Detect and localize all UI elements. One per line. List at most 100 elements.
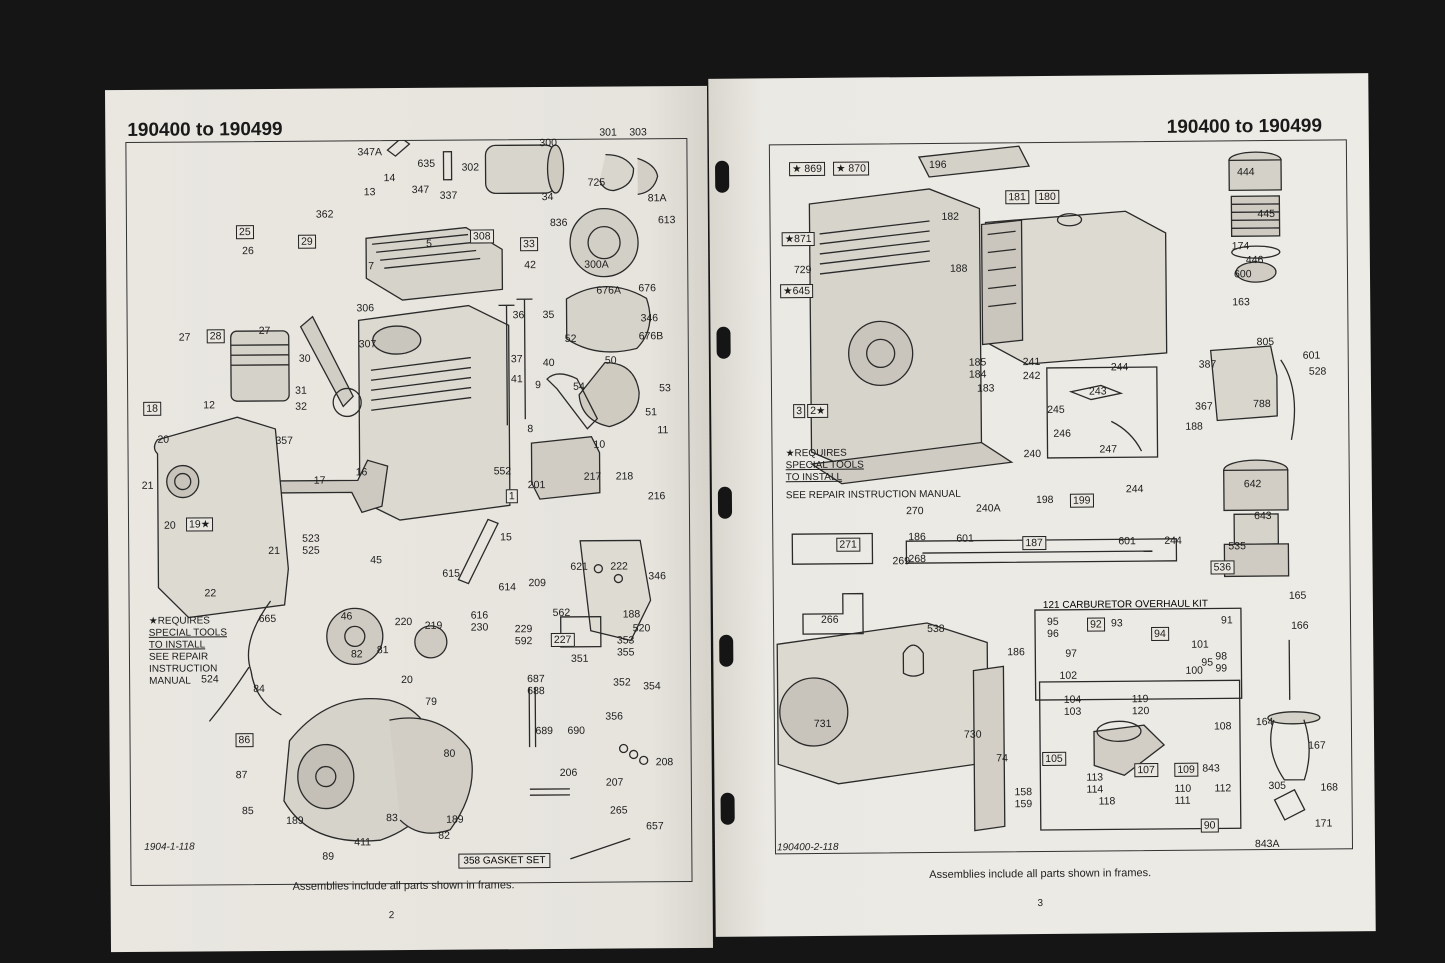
part-label: 676B: [638, 330, 664, 343]
part-label: 22: [204, 587, 217, 600]
part-label: 185: [968, 356, 987, 369]
part-label: 97: [1065, 647, 1078, 660]
part-label: 302: [461, 161, 480, 174]
part-label: 729: [793, 264, 812, 277]
right-page: 190400 to 190499: [708, 73, 1376, 937]
part-label: 85: [241, 805, 254, 818]
part-label: 93: [1110, 617, 1123, 630]
part-label: 218: [615, 470, 634, 483]
part-label: 306: [356, 302, 375, 315]
part-label: 82: [438, 829, 450, 842]
part-label: 245: [1047, 403, 1065, 416]
part-label: 94: [1151, 626, 1169, 642]
part-label: 51: [645, 406, 657, 419]
part-label: 592: [514, 635, 533, 648]
part-label: ★ 870: [832, 161, 869, 176]
part-label: 27: [178, 331, 191, 344]
part-label: 100: [1185, 664, 1204, 677]
part-label: 33: [520, 237, 538, 252]
part-label: 247: [1099, 443, 1118, 456]
footer-caption: Assemblies include all parts shown in fr…: [292, 879, 515, 893]
part-label: 20: [401, 673, 413, 687]
part-label: 242: [1022, 370, 1041, 383]
part-label: 167: [1308, 739, 1326, 752]
part-label: 13: [363, 186, 376, 199]
part-label: 206: [559, 766, 578, 779]
part-label: 240A: [975, 502, 1001, 515]
part-label: 303: [629, 126, 647, 139]
part-label: 104: [1063, 693, 1082, 706]
part-label: 30: [298, 352, 311, 365]
part-label: 216: [647, 490, 666, 503]
part-label: 643: [1254, 509, 1272, 523]
part-label: 28: [206, 329, 225, 344]
part-label: 87: [235, 769, 248, 782]
part-label: 91: [1220, 614, 1233, 627]
part-label: 219: [424, 619, 443, 632]
part-label: 525: [302, 544, 320, 557]
part-label: 613: [657, 214, 676, 227]
engine-exploded-diagram: [153, 138, 659, 860]
part-label: 552: [493, 465, 512, 478]
part-label: 230: [470, 621, 489, 634]
part-label: 83: [386, 812, 398, 825]
part-label: 96: [1047, 627, 1059, 640]
part-label: 118: [1098, 795, 1116, 808]
part-label: 17: [313, 474, 326, 487]
part-label: 21: [268, 544, 280, 557]
part-label: 182: [941, 210, 960, 223]
part-label: 36: [512, 309, 525, 322]
part-label: 12: [203, 399, 215, 412]
part-label: 84: [253, 683, 265, 696]
part-label: 181: [1005, 190, 1029, 205]
part-label: 246: [1053, 427, 1071, 440]
part-label: 95: [1046, 615, 1059, 628]
part-label: 528: [1308, 365, 1327, 378]
part-label: 270: [905, 505, 924, 518]
part-label: 445: [1257, 207, 1276, 221]
part-label: 446: [1245, 254, 1264, 267]
part-label: 174: [1231, 240, 1250, 253]
part-label: 103: [1063, 705, 1082, 718]
binder-hole: [720, 792, 735, 825]
part-label: 102: [1059, 669, 1078, 682]
part-label: 111: [1174, 794, 1191, 807]
part-label: 54: [573, 380, 585, 393]
part-label: 301: [599, 126, 617, 139]
part-label: 8: [527, 423, 534, 436]
part-label: 601: [956, 532, 974, 545]
part-label: 347: [411, 183, 430, 196]
part-label: 308: [469, 229, 494, 244]
part-label: 362: [315, 208, 334, 221]
part-label: 241: [1022, 356, 1041, 369]
binder-hole: [714, 160, 730, 193]
part-label: 209: [528, 577, 547, 590]
part-label: 166: [1291, 619, 1309, 632]
part-label: 188: [1185, 420, 1203, 433]
part-label: 188: [622, 608, 641, 621]
part-label: 601: [1302, 349, 1321, 362]
part-label: 107: [1134, 762, 1158, 778]
part-label: 523: [302, 532, 320, 545]
part-label: 352: [613, 676, 631, 689]
part-label: 98: [1215, 650, 1228, 663]
part-label: 220: [394, 615, 413, 629]
part-label: 10: [593, 438, 606, 451]
part-label: 243: [1088, 385, 1107, 398]
part-label: 444: [1237, 166, 1255, 179]
part-label: 538: [927, 622, 945, 636]
drawing-code: 1904-1-118: [144, 841, 195, 853]
part-label: 731: [813, 717, 832, 730]
part-label: 158: [1014, 786, 1033, 799]
part-label: 222: [610, 560, 628, 573]
part-label: 227: [550, 632, 575, 648]
part-label: 621: [570, 560, 588, 573]
part-label: 367: [1195, 400, 1213, 413]
part-label: 269: [892, 555, 911, 568]
part-label: 843: [1202, 762, 1220, 775]
part-label: 25: [235, 225, 254, 240]
part-label: 562: [552, 606, 571, 619]
part-label: 81: [376, 644, 389, 657]
part-label: 101: [1191, 638, 1209, 651]
part-label: 11: [657, 424, 669, 437]
